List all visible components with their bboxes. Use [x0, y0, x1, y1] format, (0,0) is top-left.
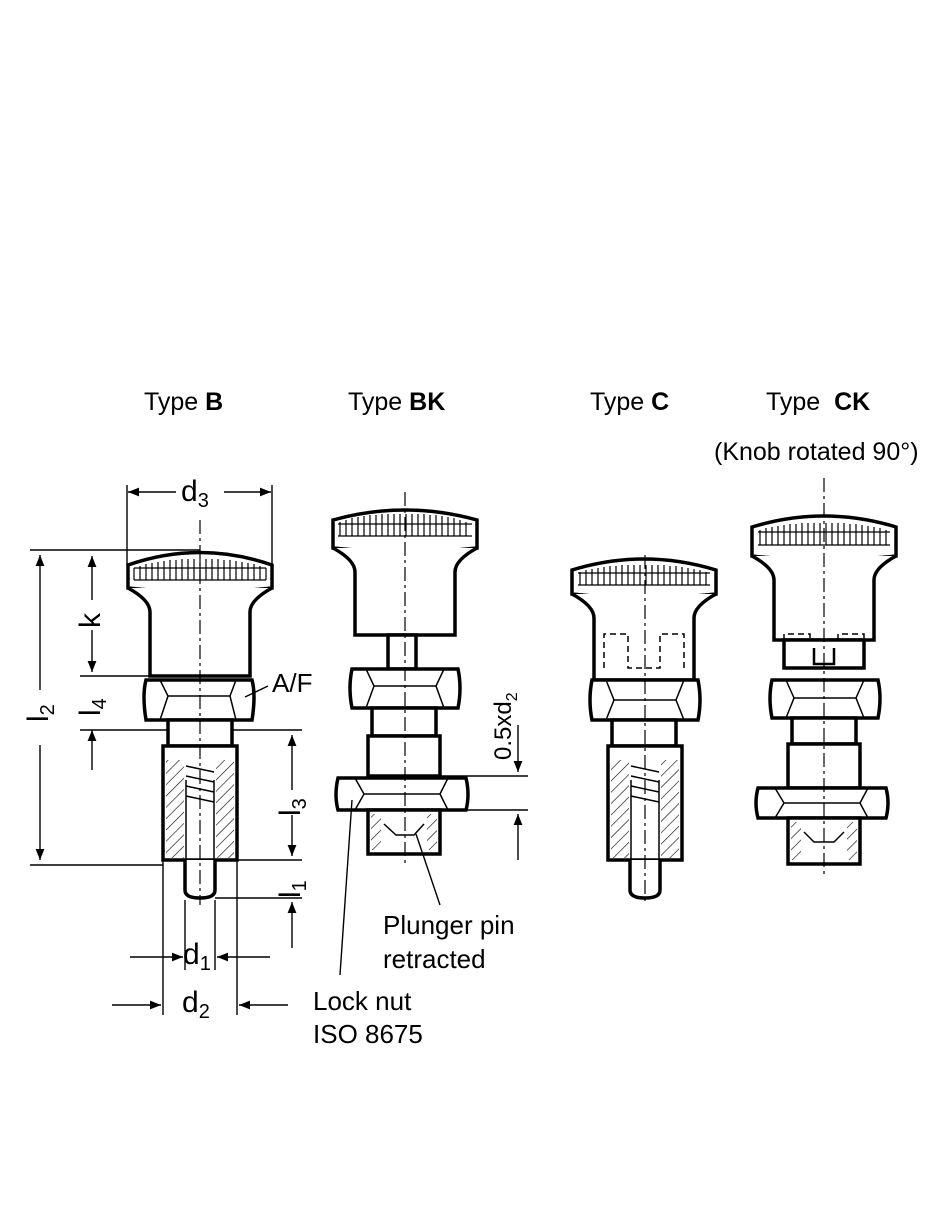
- dim-d1: d1: [183, 938, 211, 975]
- type-bk-prefix: Type: [348, 388, 403, 416]
- type-b-dimensions: [30, 485, 302, 1015]
- af-label: A/F: [272, 668, 313, 698]
- type-b-drawing: [126, 520, 274, 905]
- type-bk-dimensions: [339, 725, 528, 976]
- type-b-code: B: [205, 388, 224, 416]
- dim-l1: l1: [274, 880, 311, 898]
- dim-d2: d2: [182, 986, 210, 1023]
- dim-k: k: [74, 613, 107, 628]
- type-ck-code: CK: [834, 388, 871, 416]
- type-bk-code: BK: [409, 388, 446, 416]
- dim-d3: d3: [181, 475, 209, 512]
- type-c-prefix: Type: [590, 388, 645, 416]
- dim-l4: l4: [74, 698, 111, 716]
- type-ck-note: (Knob rotated 90°): [714, 438, 919, 466]
- type-c-drawing: [570, 555, 718, 905]
- dim-l2: l2: [22, 704, 59, 722]
- type-ck-title: Type CK: [766, 390, 870, 415]
- type-ck-prefix: Type: [766, 388, 821, 416]
- type-b-title: Type B: [144, 390, 223, 415]
- locknut-label-line1: Lock nut: [313, 986, 412, 1016]
- type-c-title: Type C: [590, 390, 669, 415]
- type-b-prefix: Type: [144, 388, 199, 416]
- type-ck-drawing: [750, 478, 898, 878]
- locknut-label-line2: ISO 8675: [313, 1019, 423, 1049]
- dim-half-d2: 0.5xd2: [490, 692, 521, 760]
- type-bk-drawing: [331, 492, 479, 865]
- dim-l3: l3: [274, 798, 311, 816]
- type-c-code: C: [651, 388, 670, 416]
- plunger-label-line1: Plunger pin: [383, 910, 515, 940]
- plunger-label-line2: retracted: [383, 944, 486, 974]
- type-bk-title: Type BK: [348, 390, 445, 415]
